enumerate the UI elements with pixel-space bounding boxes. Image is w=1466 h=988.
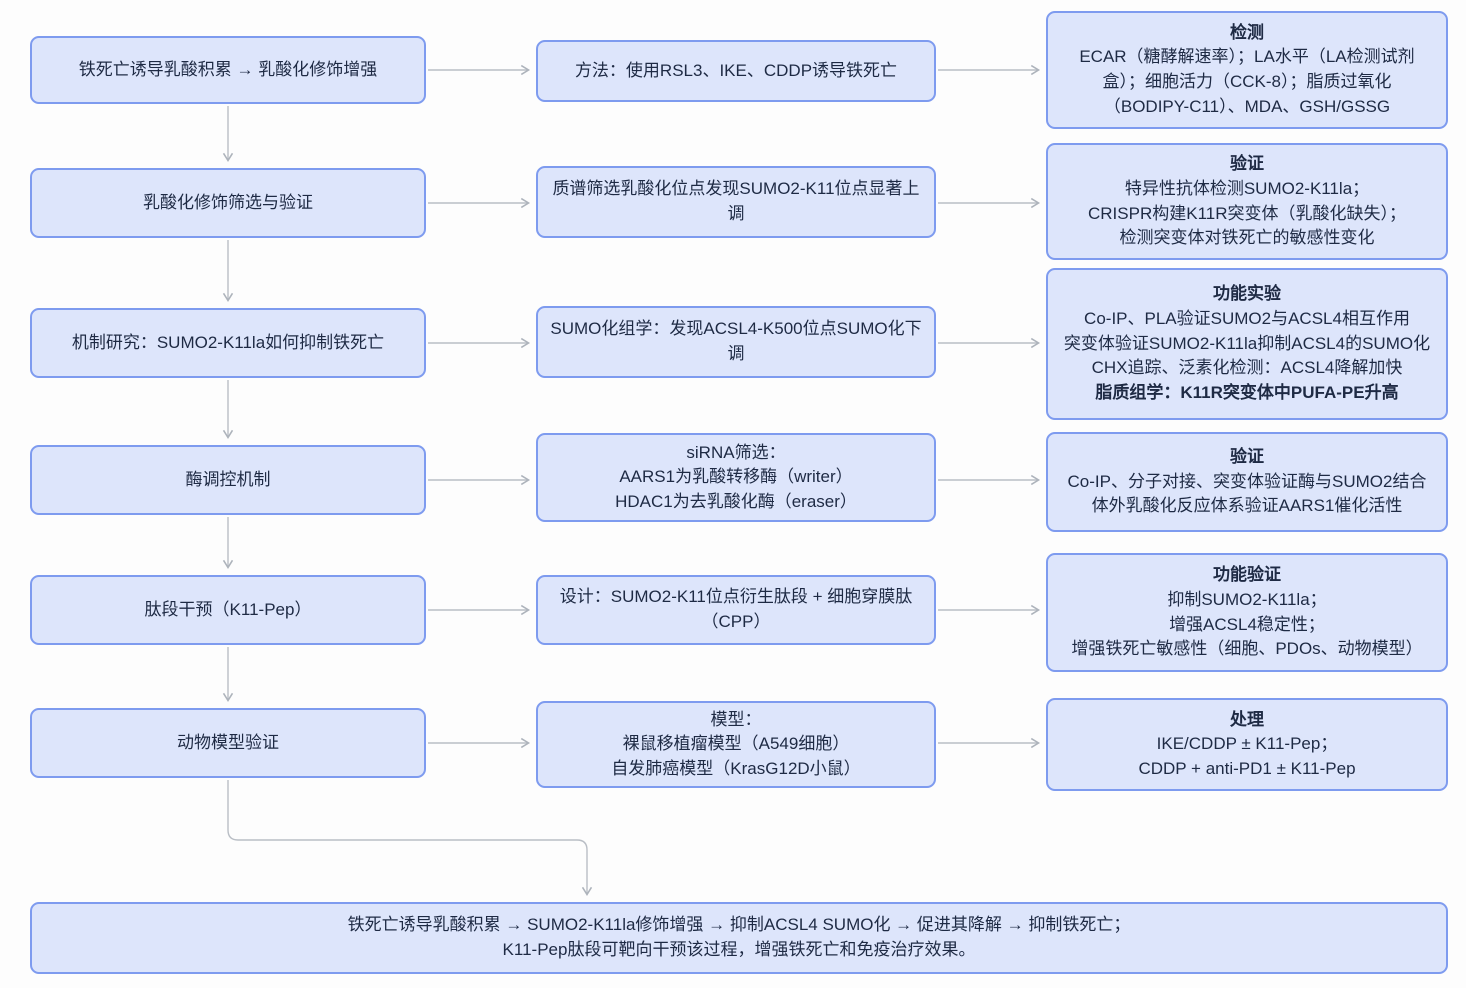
node-functional-validation: 功能验证 抑制SUMO2-K11la； 增强ACSL4稳定性； 增强铁死亡敏感性… — [1046, 553, 1448, 672]
node-text: 突变体验证SUMO2-K11la抑制ACSL4的SUMO化 — [1063, 333, 1431, 353]
node-text: 酶调控机制 — [185, 469, 271, 489]
node-text: 质谱筛选乳酸化位点发现SUMO2-K11位点显著上调 — [552, 179, 920, 223]
node-text: 增强ACSL4稳定性； — [1169, 614, 1325, 634]
node-text: 特异性抗体检测SUMO2-K11la； — [1124, 178, 1370, 198]
node-functional-experiments: 功能实验 Co-IP、PLA验证SUMO2与ACSL4相互作用 突变体验证SUM… — [1046, 268, 1448, 420]
node-text: CHX追踪、泛素化检测：ACSL4降解加快 — [1091, 358, 1403, 378]
node-text: 检测突变体对铁死亡的敏感性变化 — [1119, 228, 1375, 248]
node-title: 功能实验 — [1213, 284, 1281, 304]
node-title: 处理 — [1230, 709, 1264, 729]
node-sirna-screen: siRNA筛选： AARS1为乳酸转移酶（writer） HDAC1为去乳酸化酶… — [536, 433, 936, 522]
node-text: 机制研究：SUMO2-K11la如何抑制铁死亡 — [71, 332, 385, 352]
node-enzyme-regulation: 酶调控机制 — [30, 445, 426, 515]
summary-line: K11-Pep肽段可靶向干预该过程，增强铁死亡和免疫治疗效果。 — [502, 940, 976, 959]
node-text: 裸鼠移植瘤模型（A549细胞） — [622, 734, 850, 754]
node-text: 铁死亡诱导乳酸积累 → 乳酸化修饰增强 — [78, 59, 378, 79]
node-text: CDDP + anti-PD1 ± K11-Pep — [1138, 758, 1356, 778]
node-title: 功能验证 — [1213, 565, 1281, 585]
node-validation-antibody: 验证 特异性抗体检测SUMO2-K11la； CRISPR构建K11R突变体（乳… — [1046, 143, 1448, 260]
node-text: 模型： — [710, 709, 762, 729]
node-method-inducers: 方法：使用RSL3、IKE、CDDP诱导铁死亡 — [536, 40, 936, 102]
node-text: 肽段干预（K11-Pep） — [144, 599, 312, 619]
node-text: HDAC1为去乳酸化酶（eraser） — [615, 491, 857, 511]
node-text: Co-IP、PLA验证SUMO2与ACSL4相互作用 — [1084, 309, 1410, 329]
node-peptide-design: 设计：SUMO2-K11位点衍生肽段 + 细胞穿膜肽（CPP） — [536, 575, 936, 645]
node-sumo-omics: SUMO化组学：发现ACSL4-K500位点SUMO化下调 — [536, 306, 936, 378]
node-lactylation-screen: 乳酸化修饰筛选与验证 — [30, 168, 426, 238]
node-peptide-intervention: 肽段干预（K11-Pep） — [30, 575, 426, 645]
node-text: CRISPR构建K11R突变体（乳酸化缺失）； — [1088, 203, 1406, 223]
node-text: 增强铁死亡敏感性（细胞、PDOs、动物模型） — [1071, 639, 1423, 659]
summary-line: 铁死亡诱导乳酸积累 → SUMO2-K11la修饰增强 → 抑制ACSL4 SU… — [347, 915, 1131, 935]
node-text: IKE/CDDP ± K11-Pep； — [1156, 734, 1338, 754]
node-ms-screen: 质谱筛选乳酸化位点发现SUMO2-K11位点显著上调 — [536, 166, 936, 238]
node-text: 体外乳酸化反应体系验证AARS1催化活性 — [1091, 496, 1403, 516]
node-title: 检测 — [1230, 22, 1264, 42]
node-text: AARS1为乳酸转移酶（writer） — [619, 467, 853, 487]
node-text: 乳酸化修饰筛选与验证 — [143, 192, 313, 212]
node-text: 方法：使用RSL3、IKE、CDDP诱导铁死亡 — [574, 60, 898, 80]
arrow-elbow-to-summary — [227, 780, 593, 897]
node-animal-model: 动物模型验证 — [30, 708, 426, 778]
node-text: SUMO化组学：发现ACSL4-K500位点SUMO化下调 — [550, 319, 922, 363]
node-ferroptosis-lactate: 铁死亡诱导乳酸积累 → 乳酸化修饰增强 — [30, 36, 426, 104]
node-text: 设计：SUMO2-K11位点衍生肽段 + 细胞穿膜肽（CPP） — [559, 587, 913, 631]
node-text: Co-IP、分子对接、突变体验证酶与SUMO2结合 — [1067, 471, 1427, 491]
node-text: ECAR（糖酵解速率）；LA水平（LA检测试剂盒）；细胞活力（CCK-8）；脂质… — [1079, 47, 1415, 116]
node-text: siRNA筛选： — [686, 442, 786, 462]
node-summary-conclusion: 铁死亡诱导乳酸积累 → SUMO2-K11la修饰增强 → 抑制ACSL4 SU… — [30, 902, 1448, 974]
node-detection: 检测 ECAR（糖酵解速率）；LA水平（LA检测试剂盒）；细胞活力（CCK-8）… — [1046, 11, 1448, 129]
node-text: 自发肺癌模型（KrasG12D小鼠） — [611, 758, 861, 778]
node-validation-enzyme: 验证 Co-IP、分子对接、突变体验证酶与SUMO2结合 体外乳酸化反应体系验证… — [1046, 432, 1448, 532]
node-title: 验证 — [1230, 154, 1264, 174]
node-text-bold: 脂质组学：K11R突变体中PUFA-PE升高 — [1095, 382, 1399, 402]
node-text: 动物模型验证 — [177, 732, 279, 752]
node-mechanism-study: 机制研究：SUMO2-K11la如何抑制铁死亡 — [30, 308, 426, 378]
node-model-types: 模型： 裸鼠移植瘤模型（A549细胞） 自发肺癌模型（KrasG12D小鼠） — [536, 701, 936, 788]
node-text: 抑制SUMO2-K11la； — [1167, 589, 1327, 609]
node-treatment: 处理 IKE/CDDP ± K11-Pep； CDDP + anti-PD1 ±… — [1046, 698, 1448, 791]
node-title: 验证 — [1230, 447, 1264, 467]
